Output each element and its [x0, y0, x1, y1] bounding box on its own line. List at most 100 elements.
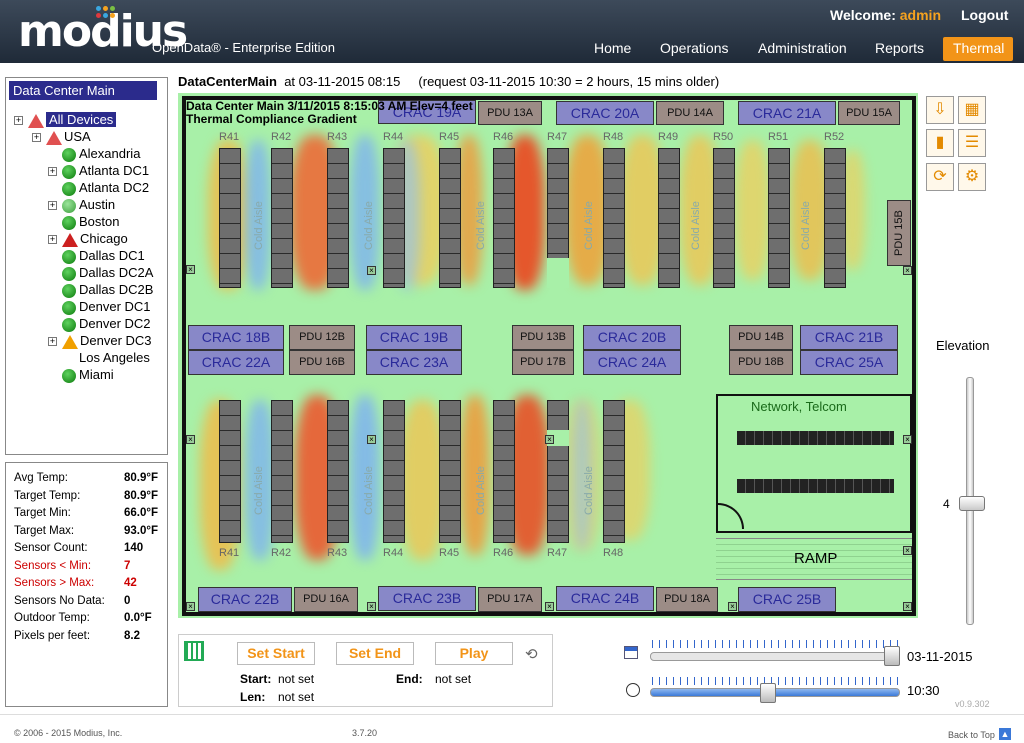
rack-column[interactable] [383, 400, 405, 543]
expand-toggle[interactable]: + [14, 115, 23, 125]
tree-item-dallas-dc2b[interactable]: Dallas DC2B [62, 282, 153, 298]
nav-home[interactable]: Home [594, 40, 632, 56]
pdu-unit[interactable]: PDU 12B [289, 325, 355, 350]
rack-column[interactable] [219, 400, 241, 543]
crac-unit[interactable]: CRAC 19A [378, 100, 476, 124]
rack-column[interactable] [327, 400, 349, 543]
tree-item-los-angeles[interactable]: Los Angeles [62, 350, 150, 365]
rack-column[interactable] [658, 148, 680, 288]
rack-column[interactable] [493, 400, 515, 543]
sensor-icon[interactable]: × [186, 435, 195, 444]
expand-toggle[interactable]: + [48, 200, 57, 210]
set-end-button[interactable]: Set End [336, 642, 414, 665]
bar-chart-icon[interactable]: ▮ [926, 129, 954, 157]
logout-link[interactable]: Logout [961, 7, 1009, 23]
pdu-unit[interactable]: PDU 14B [729, 325, 793, 350]
gear-icon[interactable]: ⚙ [958, 163, 986, 191]
rack-column[interactable] [547, 400, 569, 543]
rack-column[interactable] [603, 400, 625, 543]
pdu-unit[interactable]: PDU 15A [838, 101, 900, 125]
play-button[interactable]: Play [435, 642, 513, 665]
crac-unit[interactable]: CRAC 20A [556, 101, 654, 125]
rack-column[interactable] [219, 148, 241, 288]
sensor-icon[interactable]: × [545, 435, 554, 444]
sensor-icon[interactable]: × [367, 602, 376, 611]
nav-reports[interactable]: Reports [875, 40, 925, 56]
tree-item-austin[interactable]: Austin [62, 197, 115, 213]
pdu-unit[interactable]: PDU 16B [289, 350, 355, 375]
crac-unit[interactable]: CRAC 23B [378, 586, 476, 611]
refresh-icon[interactable]: ⟳ [926, 163, 954, 191]
back-to-top-link[interactable]: Back to Top [948, 730, 995, 740]
pdu-unit[interactable]: PDU 17B [512, 350, 574, 375]
rack-column[interactable] [824, 148, 846, 288]
crac-unit[interactable]: CRAC 25A [800, 350, 898, 375]
nav-operations[interactable]: Operations [660, 40, 729, 56]
tree-item-atlanta-dc2[interactable]: Atlanta DC2 [62, 180, 149, 196]
crac-unit[interactable]: CRAC 22A [188, 350, 284, 375]
pdu-unit[interactable]: PDU 18B [729, 350, 793, 375]
expand-toggle[interactable]: + [32, 132, 41, 142]
rack-column[interactable] [439, 400, 461, 543]
date-slider-thumb[interactable] [884, 646, 900, 666]
crac-unit[interactable]: CRAC 25B [738, 587, 836, 612]
calendar-icon[interactable] [624, 646, 638, 659]
rack-column[interactable] [327, 148, 349, 288]
sensor-icon[interactable]: × [903, 435, 912, 444]
rack-column[interactable] [383, 148, 405, 288]
crac-unit[interactable]: CRAC 19B [366, 325, 462, 350]
tree-item-dallas-dc2a[interactable]: Dallas DC2A [62, 265, 153, 281]
pdu-unit[interactable]: PDU 16A [294, 587, 358, 612]
sensor-icon[interactable]: × [186, 602, 195, 611]
user-name[interactable]: admin [899, 7, 941, 23]
nav-administration[interactable]: Administration [758, 40, 847, 56]
crac-unit[interactable]: CRAC 24A [583, 350, 681, 375]
rack-column[interactable] [768, 148, 790, 288]
crac-unit[interactable]: CRAC 22B [198, 587, 292, 612]
nav-thermal[interactable]: Thermal [943, 37, 1013, 61]
tree-item-usa[interactable]: USA [46, 129, 91, 145]
network-rack[interactable] [737, 479, 894, 493]
date-slider[interactable] [650, 652, 900, 661]
crac-unit[interactable]: CRAC 23A [366, 350, 462, 375]
sensor-icon[interactable]: × [367, 266, 376, 275]
set-start-button[interactable]: Set Start [237, 642, 315, 665]
crac-unit[interactable]: CRAC 21B [800, 325, 898, 350]
network-room[interactable] [716, 394, 912, 533]
tree-item-denver-dc1[interactable]: Denver DC1 [62, 299, 151, 315]
rack-column[interactable] [493, 148, 515, 288]
expand-toggle[interactable]: + [48, 336, 57, 346]
rack-column[interactable] [713, 148, 735, 288]
tree-item-atlanta-dc1[interactable]: Atlanta DC1 [62, 163, 149, 179]
tree-item-all-devices[interactable]: All Devices [28, 112, 117, 128]
tree-item-denver-dc2[interactable]: Denver DC2 [62, 316, 151, 332]
report-icon[interactable]: ☰ [958, 129, 986, 157]
rack-column[interactable] [603, 148, 625, 288]
pdu-unit[interactable]: PDU 14A [656, 101, 724, 125]
tree-item-dallas-dc1[interactable]: Dallas DC1 [62, 248, 145, 264]
tree-item-miami[interactable]: Miami [62, 367, 114, 383]
export-icon[interactable]: ⇩ [926, 96, 954, 124]
sensor-icon[interactable]: × [367, 435, 376, 444]
sensor-icon[interactable]: × [903, 546, 912, 555]
pdu-unit[interactable]: PDU 17A [478, 587, 542, 612]
expand-toggle[interactable]: + [48, 234, 57, 244]
clock-icon[interactable] [626, 683, 640, 697]
network-rack[interactable] [737, 431, 894, 445]
pdu-unit[interactable]: PDU 13A [478, 101, 542, 125]
tree-item-alexandria[interactable]: Alexandria [62, 146, 140, 162]
loop-icon[interactable]: ⟲ [525, 646, 538, 663]
time-slider-thumb[interactable] [760, 683, 776, 703]
expand-toggle[interactable]: + [48, 166, 57, 176]
rack-column[interactable] [271, 400, 293, 543]
calculator-icon[interactable]: ▦ [958, 96, 986, 124]
tree-item-chicago[interactable]: Chicago [62, 231, 128, 247]
rack-column[interactable] [271, 148, 293, 288]
arrow-up-icon[interactable]: ▲ [999, 728, 1011, 740]
sensor-icon[interactable]: × [186, 265, 195, 274]
pdu-unit[interactable]: PDU 18A [656, 587, 718, 612]
crac-unit[interactable]: CRAC 24B [556, 586, 654, 611]
sensor-icon[interactable]: × [728, 602, 737, 611]
sensor-icon[interactable]: × [903, 266, 912, 275]
pdu-unit[interactable]: PDU 13B [512, 325, 574, 350]
